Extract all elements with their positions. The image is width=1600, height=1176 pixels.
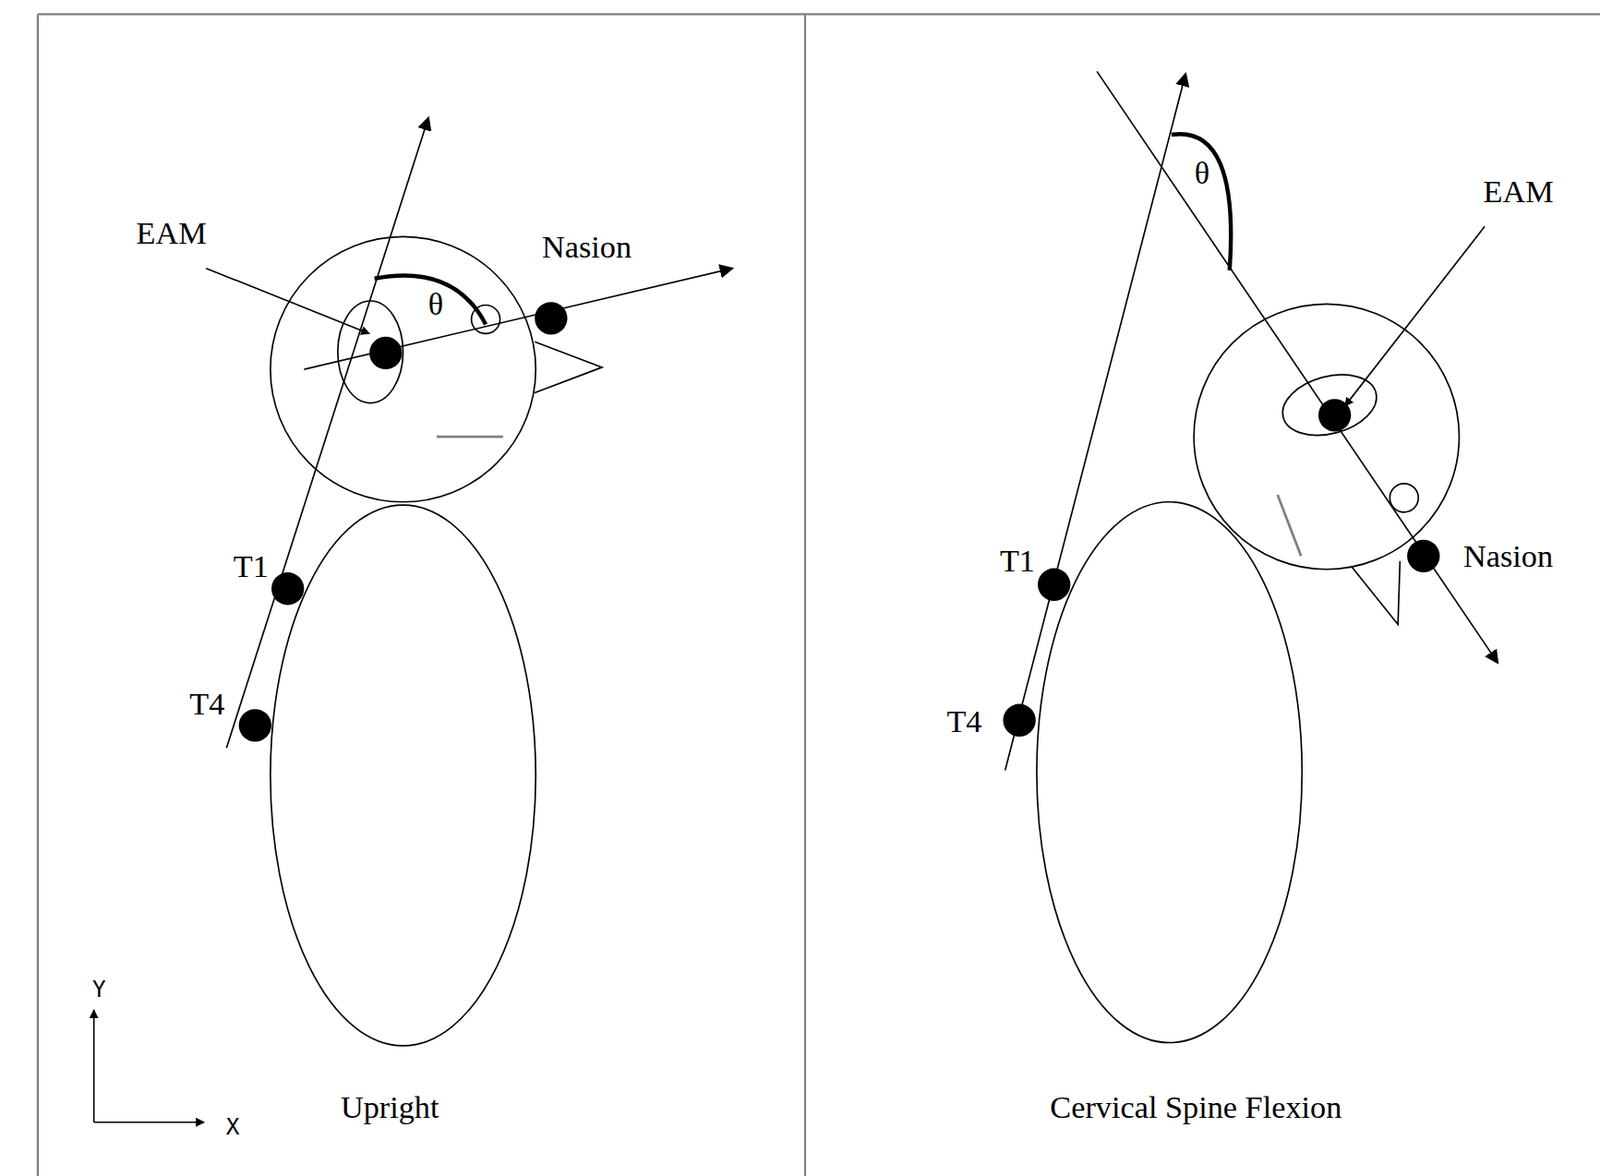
upright-figure xyxy=(205,117,733,1047)
point-label: T1 xyxy=(233,550,269,582)
axis-label: Y xyxy=(92,978,107,1001)
marker-dots xyxy=(239,301,568,742)
flexion-figure xyxy=(1005,71,1499,1043)
point-label: T4 xyxy=(189,687,225,720)
marker-dots xyxy=(1002,398,1440,737)
frame xyxy=(37,13,1600,1176)
angle-label: θ xyxy=(428,288,444,320)
axes xyxy=(94,1010,205,1123)
point-label: EAM xyxy=(1483,176,1554,208)
angle-label: θ xyxy=(1194,157,1210,190)
point-label: Nasion xyxy=(1463,540,1553,572)
axis-label: X xyxy=(226,1116,241,1139)
point-label: Nasion xyxy=(541,230,632,263)
point-label: EAM xyxy=(136,216,207,249)
panel-caption: Upright xyxy=(340,1091,440,1123)
point-label: T1 xyxy=(999,545,1035,578)
point-label: T4 xyxy=(946,705,982,737)
panel-caption: Cervical Spine Flexion xyxy=(1049,1091,1342,1123)
